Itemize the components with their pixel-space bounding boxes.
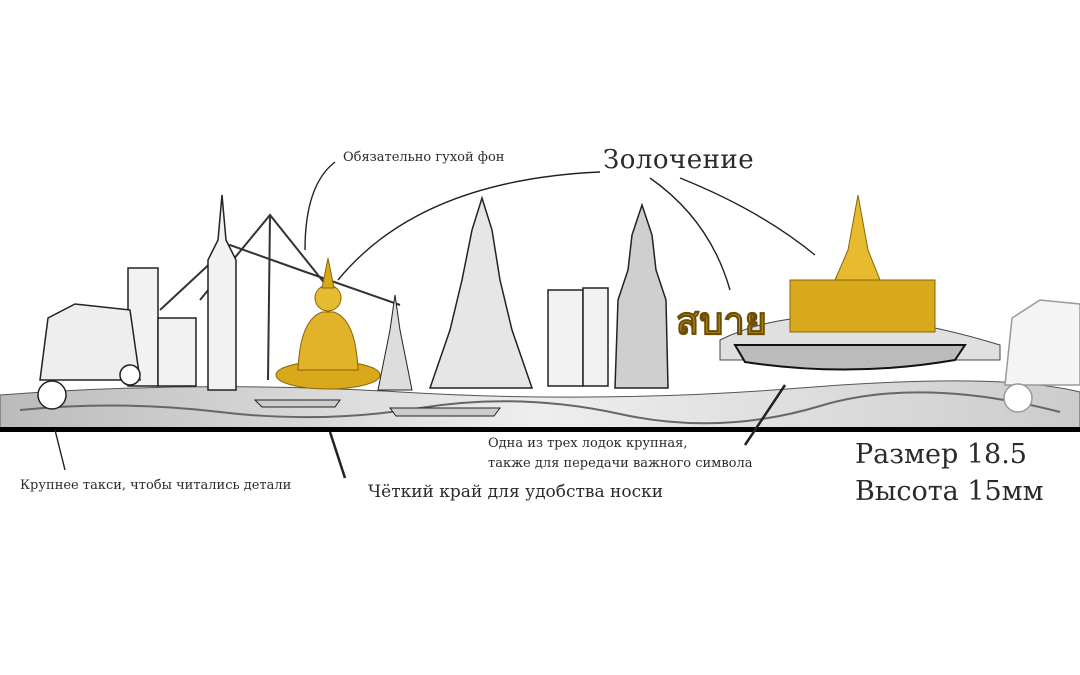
wat-arun: [428, 195, 534, 389]
taxi-note: Крупнее такси, чтобы читались детали: [20, 478, 292, 493]
small-boat: [389, 407, 501, 417]
boat-note-line2: также для передачи важного символа: [488, 456, 753, 471]
height-label: Высота 15мм: [855, 476, 1044, 507]
small-boat: [253, 399, 341, 408]
boat-note-line1: Одна из трех лодок крупная,: [488, 436, 688, 451]
annotation-arrows: [54, 161, 816, 479]
background-note: Обязательно гухой фон: [343, 150, 505, 165]
buildings: [127, 194, 609, 391]
tuk-tuk-left: [37, 303, 141, 410]
guardian-statue: [614, 202, 669, 389]
tuk-tuk-right: [1003, 299, 1080, 413]
small-stupa: [377, 294, 413, 391]
golden-buddha: [275, 257, 381, 390]
large-boat: [733, 344, 967, 371]
thai-lettering: สบาย: [676, 299, 767, 343]
bottom-edge-band: [0, 427, 1080, 432]
size-label: Размер 18.5: [855, 439, 1027, 470]
gilding-label: Золочение: [603, 145, 755, 175]
edge-note: Чёткий край для удобства носки: [368, 482, 664, 502]
river: [0, 380, 1080, 429]
